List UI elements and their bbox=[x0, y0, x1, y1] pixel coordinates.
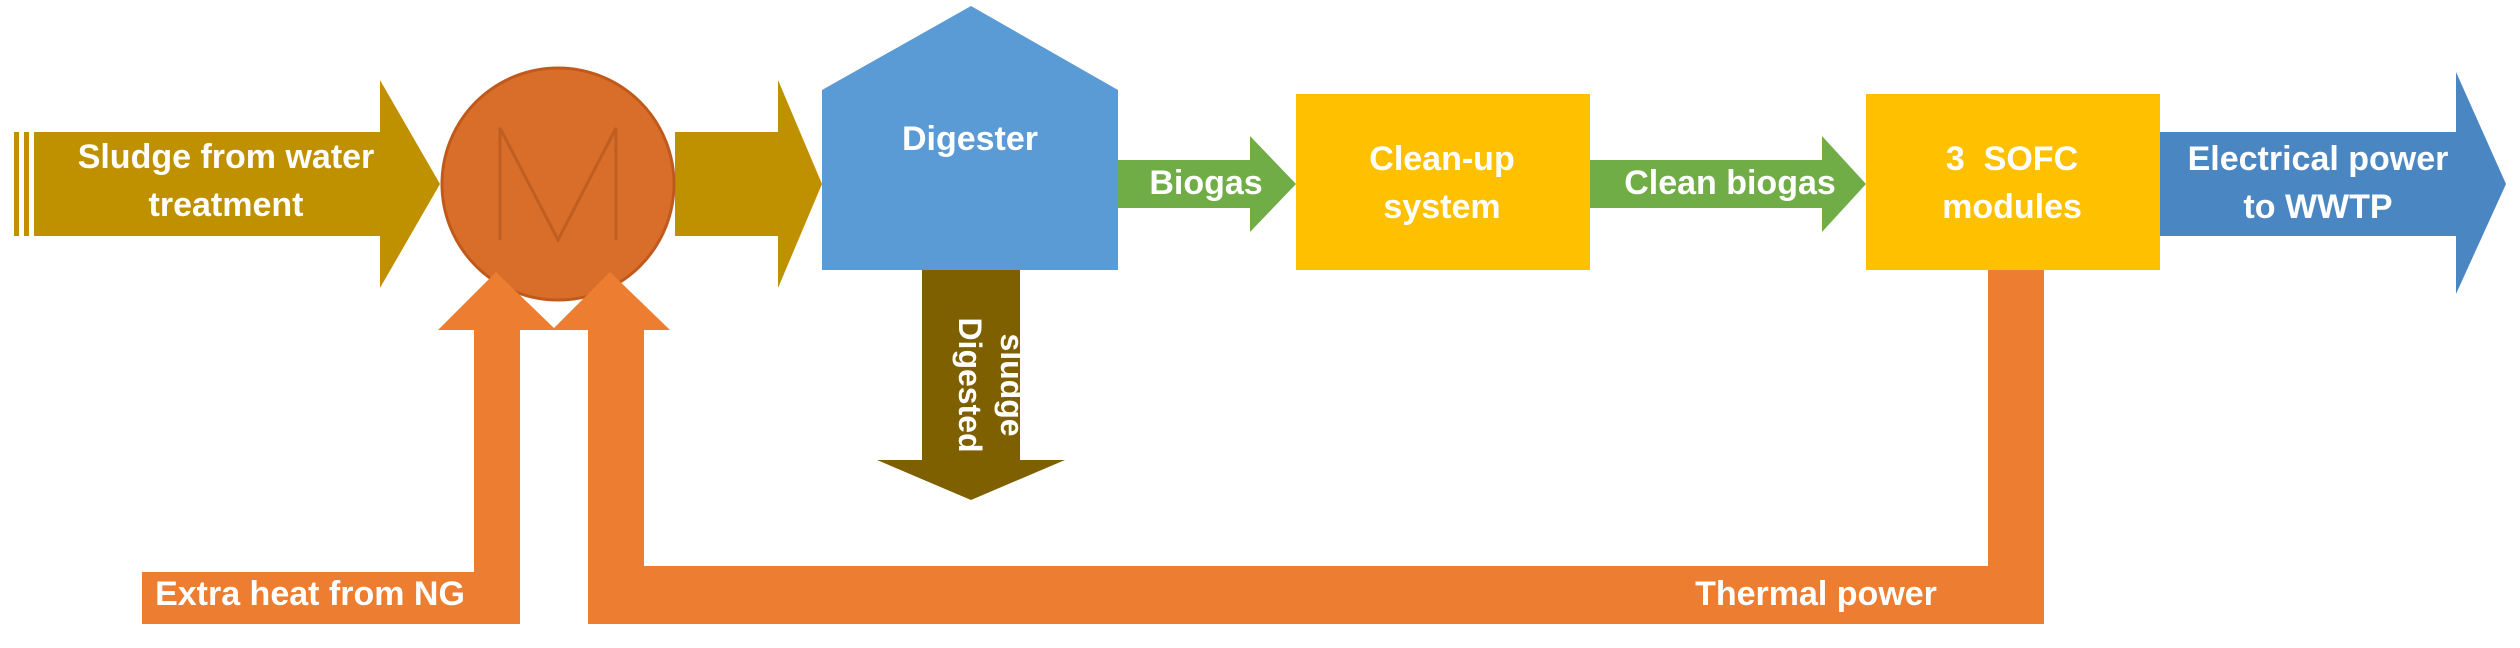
electrical-label-line2: to WWTP bbox=[2243, 188, 2392, 226]
mixer-m-symbol bbox=[498, 127, 618, 244]
sludge-input-label-line2: treatment bbox=[149, 186, 304, 224]
sludge-input-arrow bbox=[14, 80, 440, 288]
digester-label: Digester bbox=[902, 120, 1038, 158]
mixer-to-digester-arrow bbox=[675, 80, 822, 288]
digested-sludge-label-line2: sludge bbox=[994, 333, 1030, 436]
biogas-label: Biogas bbox=[1149, 164, 1262, 202]
electrical-power-arrow bbox=[2160, 72, 2506, 294]
extra-heat-arrow bbox=[142, 272, 556, 624]
electrical-label-line1: Electrical power bbox=[2188, 140, 2449, 178]
sofc-label-line1: 3 SOFC bbox=[1946, 140, 2078, 178]
digested-sludge-arrow bbox=[877, 270, 1065, 500]
clean-biogas-label: Clean biogas bbox=[1624, 164, 1836, 202]
clean-biogas-arrow bbox=[1590, 136, 1866, 232]
thermal-power-arrow bbox=[552, 270, 2044, 624]
cleanup-system-box bbox=[1296, 94, 1590, 270]
cleanup-label-line1: Clean-up bbox=[1369, 140, 1514, 178]
sludge-input-label-line1: Sludge from water bbox=[78, 138, 375, 176]
thermal-power-label: Thermal power bbox=[1695, 575, 1937, 613]
digested-sludge-label-line1: Digested bbox=[952, 317, 988, 452]
sofc-modules-box bbox=[1866, 94, 2160, 270]
mixer-circle bbox=[440, 66, 676, 302]
digester-box bbox=[822, 6, 1118, 270]
extra-heat-label: Extra heat from NG bbox=[155, 575, 465, 613]
digested-sludge-label: Digested sludge bbox=[952, 317, 1030, 452]
cleanup-label-line2: system bbox=[1383, 188, 1500, 226]
biogas-arrow bbox=[1118, 136, 1296, 232]
sofc-label-line2: modules bbox=[1942, 188, 2082, 226]
